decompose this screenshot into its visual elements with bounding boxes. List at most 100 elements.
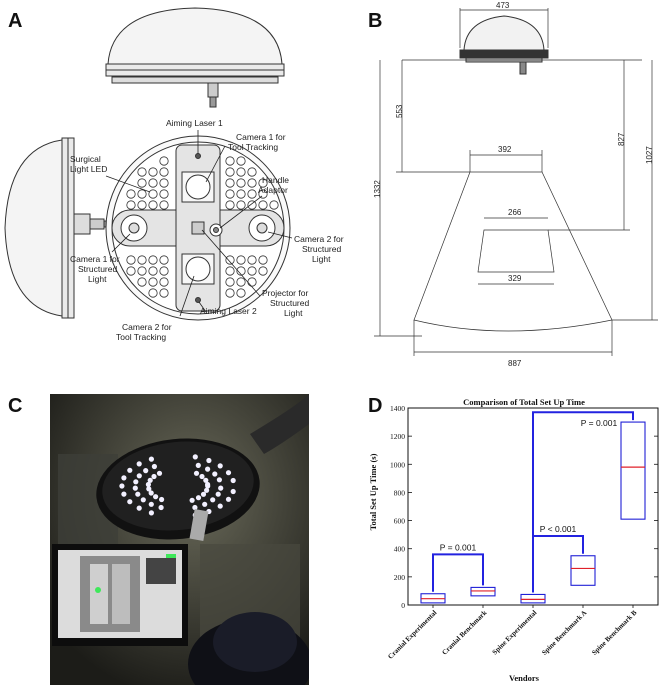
led-icon <box>148 167 158 177</box>
led-icon <box>258 266 268 276</box>
photo-led-icon <box>136 473 142 479</box>
led-icon <box>159 288 169 298</box>
photo-led-icon <box>121 475 127 481</box>
dim-inner-top-width: 266 <box>508 208 522 217</box>
photo-led-icon <box>135 491 141 497</box>
comparison-label-1: P < 0.001 <box>540 524 577 534</box>
photo-led-icon <box>132 485 138 491</box>
photo-led-icon <box>146 486 152 492</box>
chart-title: Comparison of Total Set Up Time <box>463 397 585 407</box>
label-camera2-tool-tracking: Camera 2 for Tool Tracking <box>116 322 174 342</box>
photo-led-icon <box>147 477 153 483</box>
photo-led-icon <box>136 505 142 511</box>
photo-led-icon <box>148 490 154 496</box>
led-icon <box>236 200 246 210</box>
comparison-bracket-2 <box>532 411 634 593</box>
surgeon-photo <box>188 612 309 685</box>
photo-led-icon <box>158 504 164 511</box>
led-icon <box>159 200 169 210</box>
photo-led-icon <box>204 487 210 493</box>
leader-lines <box>105 130 293 317</box>
label-projector-structured-light: Projector for Structured Light <box>262 288 312 318</box>
led-icon <box>126 255 136 265</box>
led-icon <box>225 255 235 265</box>
y-tick-label: 200 <box>394 573 406 582</box>
photo-led-icon <box>225 496 232 502</box>
panel-letter-c: C <box>8 395 23 417</box>
led-icon <box>236 189 246 199</box>
side-view-left <box>4 137 113 319</box>
panel-letter-a: A <box>8 10 23 32</box>
photo-led-icon <box>192 504 198 511</box>
photo-led-icon <box>218 485 224 491</box>
photo-led-icon <box>216 477 222 483</box>
led-icon <box>137 178 147 188</box>
led-icon <box>236 167 246 177</box>
led-icon <box>225 288 235 298</box>
panel-b-drawing: 473 553 392 827 1027 1332 266 329 887 <box>373 1 658 368</box>
photo-led-icon <box>203 477 209 483</box>
photo-led-icon <box>210 497 216 503</box>
photo-led-icon <box>192 454 198 460</box>
photo-led-icon <box>205 466 211 472</box>
dim-field-top-width: 392 <box>498 145 512 154</box>
x-tick-label: Spine Experimental <box>491 609 539 657</box>
dim-head-to-field: 553 <box>395 104 404 118</box>
led-icon <box>148 255 158 265</box>
photo-led-icon <box>121 491 127 497</box>
photo-led-icon <box>143 468 149 474</box>
box-1 <box>470 586 496 597</box>
box-4 <box>620 421 646 520</box>
photo-led-icon <box>225 470 232 476</box>
led-icon <box>269 200 279 210</box>
photo-led-icon <box>230 477 236 484</box>
photo-led-icon <box>148 510 154 516</box>
photo-led-icon <box>145 481 151 488</box>
led-icon <box>258 255 268 265</box>
led-icon <box>137 200 147 210</box>
dim-to-outer-bottom: 1027 <box>645 146 654 164</box>
photo-led-icon <box>195 462 201 468</box>
led-icon <box>247 189 257 199</box>
label-surgical-light-led: Surgical Light LED <box>70 154 107 174</box>
led-icon <box>137 277 147 287</box>
led-icon <box>225 277 235 287</box>
label-handle-adaptor: Handle Adaptor <box>258 175 291 195</box>
photo-led-icon <box>127 499 133 505</box>
face-view <box>105 135 291 321</box>
led-icon <box>225 167 235 177</box>
led-icon <box>137 189 147 199</box>
led-icon <box>159 255 169 265</box>
photo-led-icon <box>156 470 163 476</box>
led-icon <box>247 167 257 177</box>
label-camera2-structured-light: Camera 2 for Structured Light <box>294 234 346 264</box>
led-icon <box>258 178 268 188</box>
chart-y-axis-label: Total Set Up Time (s) <box>368 453 378 530</box>
chart-x-axis-label: Vendors <box>509 673 540 683</box>
photo-led-icon <box>151 463 157 470</box>
led-icon <box>247 200 257 210</box>
led-icon <box>126 266 136 276</box>
led-icon <box>159 277 169 287</box>
dim-field-bottom-width: 887 <box>508 359 522 368</box>
led-icon <box>225 156 235 166</box>
led-icon <box>236 266 246 276</box>
photo-led-icon <box>199 473 205 480</box>
led-icon <box>159 156 169 166</box>
led-icon <box>148 200 158 210</box>
x-tick-label: Cranial Benchmark <box>441 609 489 657</box>
led-icon <box>137 255 147 265</box>
label-camera1-structured-light: Camera 1 for Structured Light <box>70 254 122 284</box>
y-tick-label: 400 <box>394 545 406 554</box>
y-tick-label: 600 <box>394 517 406 526</box>
photo-led-icon <box>159 496 165 503</box>
photo-led-icon <box>195 495 202 501</box>
label-aiming-laser-1: Aiming Laser 1 <box>166 118 223 128</box>
y-tick-label: 800 <box>394 488 406 497</box>
y-tick-label: 1400 <box>390 404 405 413</box>
photo-led-icon <box>189 497 195 503</box>
led-icon <box>225 200 235 210</box>
photo-led-icon <box>217 503 223 509</box>
led-icon <box>137 167 147 177</box>
